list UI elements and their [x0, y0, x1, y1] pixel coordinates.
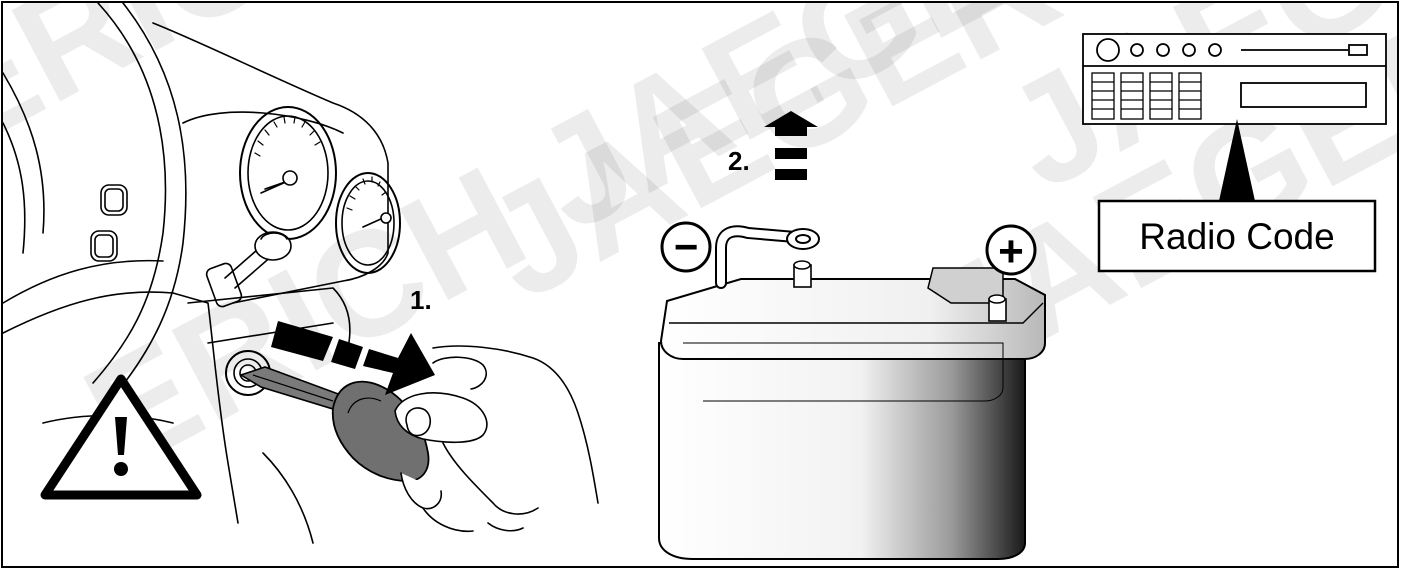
positive-terminal-symbol: +: [985, 224, 1037, 276]
positive-sign: +: [998, 227, 1024, 276]
radio-code-label: Radio Code: [1139, 216, 1334, 257]
hand-icon: [394, 345, 599, 533]
battery-icon: [658, 225, 1046, 560]
illustration: ERICH JAEGER ERICH JAEGER JAEGER JAEGER …: [3, 3, 1397, 560]
warning-triangle-icon: [40, 374, 202, 500]
steering-wheel-icon: [92, 3, 187, 396]
radio-icon: [1082, 33, 1387, 125]
up-arrow-icon: [764, 111, 818, 180]
turn-arrow-icon: [271, 321, 435, 395]
negative-terminal-symbol: −: [660, 221, 712, 273]
radio-code-pointer: [1219, 119, 1255, 201]
negative-sign: −: [674, 223, 699, 270]
step-1-label: 1.: [410, 285, 432, 315]
dashboard-illustration: [3, 3, 401, 544]
step-2-label: 2.: [728, 146, 750, 176]
radio-code-box: Radio Code: [1097, 199, 1377, 273]
